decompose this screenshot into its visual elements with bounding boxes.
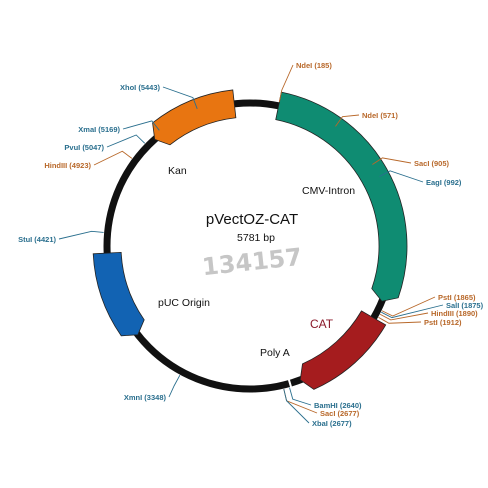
site-line-xhoi-5443: [162, 86, 198, 109]
site-line-saci-905: [372, 157, 412, 165]
site-label-ndei-571: NdeI (571): [362, 111, 398, 120]
feature-arc-puc-origin: [92, 251, 145, 337]
site-line-ndei-571: [335, 114, 360, 127]
site-line-hindiii-1890: [379, 312, 429, 321]
feature-label-puc-origin: pUC Origin: [158, 297, 210, 309]
site-label-xmni-3348: XmnI (3348): [124, 393, 167, 402]
site-label-bamhi-2640: BamHI (2640): [314, 401, 362, 410]
plasmid-name: pVectOZ-CAT: [206, 211, 298, 228]
feature-arc-cmv-intron: [275, 91, 408, 302]
feature-arc-cat: [299, 310, 387, 390]
site-line-psti-1912: [378, 317, 422, 324]
feature-label-cmv-intron: CMV-Intron: [302, 185, 355, 197]
site-line-pvui-5047: [106, 134, 146, 148]
site-label-hindiii-1890: HindIII (1890): [431, 309, 478, 318]
site-line-hindiii-4923: [93, 150, 133, 166]
plasmid-size: 5781 bp: [237, 232, 275, 244]
site-line-xmni-3348: [168, 374, 181, 398]
site-line-xbai-2677: [283, 388, 310, 424]
site-line-saci-2677: [283, 388, 318, 414]
site-label-sali-1875: SalI (1875): [446, 301, 484, 310]
site-label-pvui-5047: PvuI (5047): [64, 143, 104, 152]
polya-marker: [286, 374, 294, 393]
site-line-sali-1875: [381, 304, 444, 319]
site-label-saci-905: SacI (905): [414, 159, 450, 168]
site-line-eagi-992: [379, 170, 424, 183]
site-label-eagi-992: EagI (992): [426, 178, 462, 187]
watermark: 134157: [201, 243, 304, 281]
site-label-ndei-185: NdeI (185): [296, 61, 332, 70]
feature-label-kan: Kan: [168, 165, 187, 177]
feature-label-polya: Poly A: [260, 347, 290, 359]
site-label-xbai-2677: XbaI (2677): [312, 419, 352, 428]
site-label-saci-2677: SacI (2677): [320, 409, 360, 418]
site-line-psti-1865: [381, 296, 436, 317]
site-label-xmai-5169: XmaI (5169): [78, 125, 120, 134]
site-label-hindiii-4923: HindIII (4923): [44, 161, 91, 170]
site-label-xhoi-5443: XhoI (5443): [120, 83, 161, 92]
site-label-psti-1912: PstI (1912): [424, 318, 462, 327]
site-line-stui-4421: [58, 230, 104, 240]
feature-arc-kan: [152, 89, 237, 146]
feature-label-cat: CAT: [310, 317, 334, 331]
site-line-xmai-5169: [122, 120, 160, 131]
site-line-ndei-185: [278, 64, 294, 103]
site-label-psti-1865: PstI (1865): [438, 293, 476, 302]
site-line-bamhi-2640: [289, 387, 312, 406]
site-label-stui-4421: StuI (4421): [18, 235, 56, 244]
